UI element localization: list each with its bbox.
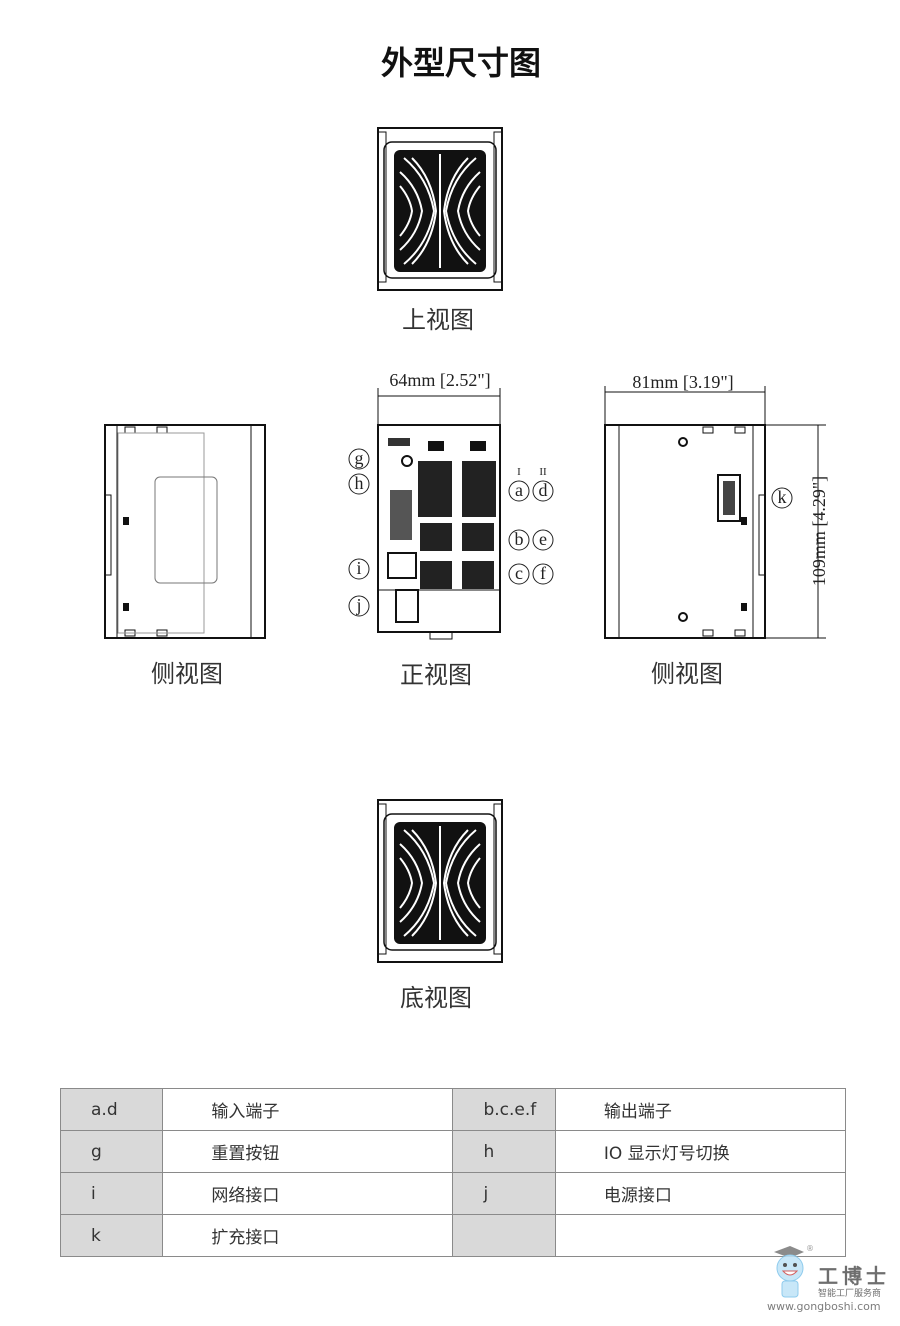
legend-value: IO 显示灯号切换 <box>554 1130 847 1173</box>
table-row: k 扩充接口 <box>59 1214 847 1257</box>
registered-mark: ® <box>806 1244 814 1253</box>
svg-text:h: h <box>355 473 364 493</box>
legend-key: k <box>59 1214 164 1257</box>
right-side-view-drawing: 81mm [3.19"] 109mm [4.29"] <box>604 372 829 639</box>
right-side-view-label: 侧视图 <box>651 660 723 688</box>
svg-text:g: g <box>355 448 364 468</box>
legend-key: i <box>59 1172 164 1215</box>
left-side-view-label: 侧视图 <box>151 660 223 688</box>
legend-value: 重置按钮 <box>162 1130 454 1173</box>
svg-text:I: I <box>517 466 521 478</box>
width-dimension: 64mm [2.52"] <box>389 370 490 390</box>
top-view-label: 上视图 <box>402 306 474 334</box>
top-view-drawing <box>377 127 503 291</box>
legend-key: b.c.e.f <box>452 1088 556 1131</box>
legend-value: 输出端子 <box>554 1088 847 1131</box>
table-row: i 网络接口 j 电源接口 <box>59 1172 847 1215</box>
svg-text:f: f <box>540 563 546 583</box>
table-row: g 重置按钮 h IO 显示灯号切换 <box>59 1130 847 1173</box>
svg-text:j: j <box>355 595 361 615</box>
page-title: 外型尺寸图 <box>380 44 541 82</box>
svg-text:e: e <box>539 529 547 549</box>
svg-text:II: II <box>539 466 547 478</box>
svg-text:a: a <box>515 480 523 500</box>
left-side-view-drawing <box>104 424 266 639</box>
legend-table: a.d 输入端子 b.c.e.f 输出端子 g 重置按钮 h IO 显示灯号切换… <box>59 1088 847 1257</box>
legend-key: a.d <box>59 1088 164 1131</box>
legend-value: 输入端子 <box>162 1088 454 1131</box>
depth-dimension: 81mm [3.19"] <box>632 372 733 392</box>
bottom-view-drawing <box>377 799 503 963</box>
bottom-view-label: 底视图 <box>400 984 472 1012</box>
dimension-drawings: 64mm [2.52"] g h i j I II a d b e <box>104 127 829 963</box>
front-view-drawing: 64mm [2.52"] <box>377 370 501 640</box>
svg-text:b: b <box>515 529 524 549</box>
legend-value: 扩充接口 <box>162 1214 454 1257</box>
front-view-label: 正视图 <box>400 661 472 689</box>
legend-key <box>452 1214 556 1257</box>
svg-text:k: k <box>778 487 787 507</box>
height-dimension: 109mm [4.29"] <box>809 476 829 586</box>
watermark-logo: ® 工博士 智能工厂服务商 www.gongboshi.com <box>760 1242 900 1322</box>
watermark-tagline: 智能工厂服务商 <box>818 1289 882 1299</box>
svg-text:c: c <box>515 563 523 583</box>
legend-key: g <box>59 1130 164 1173</box>
legend-value: 电源接口 <box>554 1172 847 1215</box>
legend-key: h <box>452 1130 556 1173</box>
mascot-icon <box>774 1246 804 1298</box>
watermark-url: www.gongboshi.com <box>767 1300 881 1313</box>
table-row: a.d 输入端子 b.c.e.f 输出端子 <box>59 1088 847 1131</box>
legend-key: j <box>452 1172 556 1215</box>
callouts: g h i j I II a d b e c f k <box>348 448 793 617</box>
svg-text:i: i <box>356 558 361 578</box>
legend-value: 网络接口 <box>162 1172 454 1215</box>
watermark-name: 工博士 <box>818 1264 890 1288</box>
svg-text:d: d <box>539 480 548 500</box>
